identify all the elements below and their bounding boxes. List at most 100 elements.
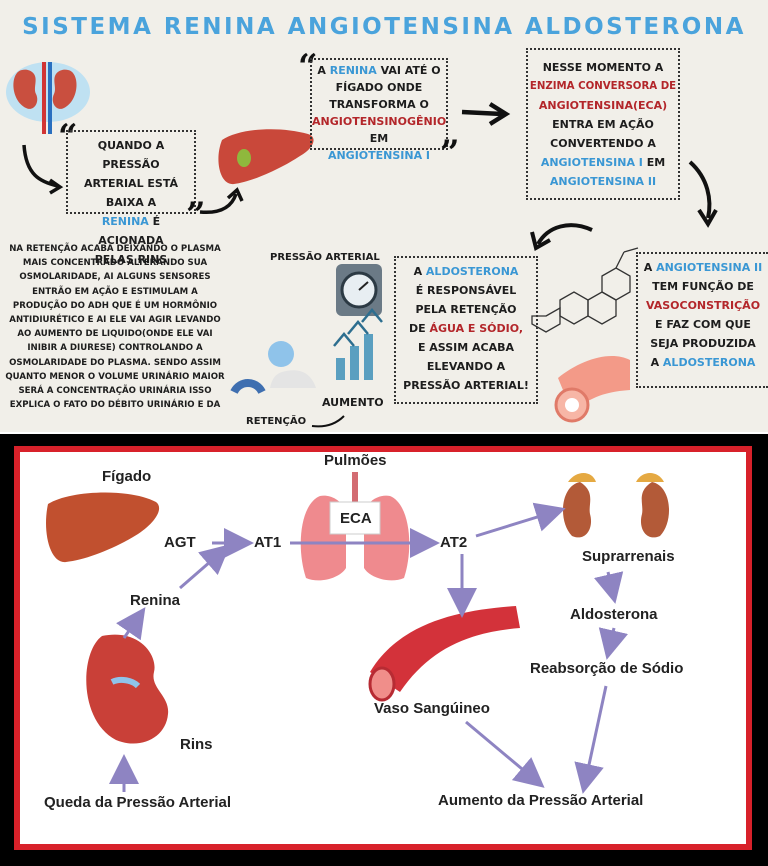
kidney-icon [6,62,90,134]
pressure-gauge-icon [336,264,382,316]
box2-line3: TRANSFORMA O [329,98,429,111]
explanation-paragraph: NA RETENÇÃO ACABA DEIXANDO O PLASMA MAIS… [5,244,225,411]
box-angiotensina-ii: A ANGIOTENSINA II TEM FUNÇÃO DE VASOCONS… [636,252,768,388]
box1-line4: PELAS RINS [94,253,168,266]
highlight-angiotensinogenio: ANGIOTENSINOGÊNIO [312,115,447,128]
liver-illustration [46,492,160,563]
label-pressao-arterial: PRESSÃO ARTERIAL [270,252,380,263]
highlight-agua-sodio: ÁGUA E SÓDIO, [429,322,524,335]
box-renina-acionada: QUANDO A PRESSÃO ARTERIAL ESTÁ BAIXA A R… [66,130,196,266]
label-figado: Fígado [102,468,152,485]
box3-line1: NESSE MOMENTO A [542,61,664,74]
box-aldosterona: A ALDOSTERONA É RESPONSÁVEL PELA RETENÇÃ… [394,256,538,404]
arrow-vaso-aumento [465,720,545,788]
box5-l1a: A [413,265,426,278]
raas-diagram: Fígado AGT AT1 Pulmões ECA AT2 Suprarren… [0,434,768,866]
label-rins: Rins [180,736,213,753]
box5-line5: E ASSIM ACABA [417,341,515,354]
arrow-box4-to-box5 [536,223,593,246]
box4-line4: E FAZ COM QUE [655,318,751,331]
label-suprarrenais: Suprarrenais [582,548,675,565]
box4-l6a: A [650,356,663,369]
box3-line4: ENTRA EM AÇÃO [552,118,654,131]
box5-l4a: DE [408,322,430,335]
label-queda-pressao: Queda da Pressão Arterial [44,794,232,811]
highlight-angiotensina-i: ANGIOTENSINA I [327,149,431,162]
arrow-rins-renina [116,607,146,641]
close-quote-icon: ” [440,133,460,173]
diagram-arrows [46,472,670,794]
highlight-aldosterona: ALDOSTERONA [425,265,519,278]
arrow-suprarrenais-aldosterona [593,571,624,604]
box3-l6b: EM [642,156,666,169]
close-quote-icon: ” [186,195,206,235]
blood-vessel-icon [554,356,630,423]
box5-line4: DE ÁGUA E SÓDIO, [396,319,536,338]
box2-line2: FÍGADO ONDE [335,81,423,94]
box5-line1: A ALDOSTERONA [396,262,536,281]
box-renina-figado: A RENINA VAI ATÉ O FÍGADO ONDE TRANSFORM… [310,58,448,162]
highlight-renina: RENINA [329,64,377,77]
highlight-angiotensina-ii: ANGIOTENSINA II [549,175,657,188]
box3-line5: CONVERTENDO A [550,137,656,150]
diagram-frame: Fígado AGT AT1 Pulmões ECA AT2 Suprarren… [14,446,752,850]
box4-l1a: A [643,261,657,274]
label-aldosterona: Aldosterona [570,606,658,623]
label-vaso-sanguineo: Vaso Sangúineo [374,700,490,717]
box5-line2: É RESPONSÁVEL [415,284,517,297]
label-at2: AT2 [440,534,468,551]
box4-line6: A ALDOSTERONA [638,353,768,372]
arrow-box2-to-box3 [461,109,503,117]
highlight-renina: RENINA [101,215,149,228]
box2-line1: A RENINA VAI ATÉ O [312,62,446,79]
highlight-aldosterona: ALDOSTERONA [662,356,756,369]
box2-line4: ANGIOTENSINOGÊNIO EM [312,113,446,147]
label-aumento: AUMENTO [322,396,384,409]
label-aumento-pressao: Aumento da Pressão Arterial [438,792,644,809]
adrenal-kidneys-illustration [562,473,670,538]
aldosterone-molecule-icon [531,247,639,333]
box4-line2: TEM FUNÇÃO DE [652,280,754,293]
poster-illustrations [6,62,718,428]
arrow-retencao [311,415,345,428]
arrow-renina-at1 [179,544,231,590]
box2-l1c: VAI ATÉ O [376,64,441,77]
highlight-angiotensina-i: ANGIOTENSINA I [540,156,643,169]
arrow-reabsorcao-aumento [574,685,608,794]
box4-line5: SEJA PRODUZIDA [650,337,756,350]
highlight-enzima: ENZIMA CONVERSORA DE [529,81,677,92]
highlight-vasoconstricao: VASOCONSTRIÇÃO [645,299,761,312]
increase-chart-icon [333,308,383,380]
infographic-poster: SISTEMA RENINA ANGIOTENSINA ALDOSTERONA [0,0,768,432]
box2-l1a: A [317,64,330,77]
kidney-illustration [86,634,169,744]
arrow-aldosterona-reabsorcao [598,627,629,660]
label-at1: AT1 [254,534,282,551]
box5-line7: PRESSÃO ARTERIAL! [403,379,529,392]
label-eca: ECA [340,510,372,527]
box1-line3-rest: É ACIONADA [98,215,164,247]
water-salt-icon [230,341,316,395]
box5-line3: PELA RETENÇÃO [415,303,517,316]
arrow-kidney-to-box1 [22,144,59,188]
box4-line1: A ANGIOTENSINA II [638,258,768,277]
label-pulmoes: Pulmões [324,452,387,469]
poster-title: SISTEMA RENINA ANGIOTENSINA ALDOSTERONA [22,14,746,40]
liver-icon [218,129,314,185]
blood-vessel-illustration [368,606,520,702]
box1-line3: RENINA É ACIONADA [68,212,194,250]
arrow-box3-to-box4 [688,160,712,219]
box5-line6: ELEVANDO A [426,360,506,373]
label-reabsorcao-sodio: Reabsorção de Sódio [530,660,684,677]
label-renina: Renina [130,592,181,609]
arrow-at2-suprarrenais [475,502,566,538]
box-eca: NESSE MOMENTO A ENZIMA CONVERSORA DE ANG… [526,48,680,200]
label-agt: AGT [164,534,196,551]
label-retencao: RETENÇÃO [246,416,307,427]
box1-line1: QUANDO A PRESSÃO [97,139,165,171]
box1-line2: ARTERIAL ESTÁ BAIXA A [83,177,179,209]
highlight-eca: ANGIOTENSINA(ECA) [538,99,668,112]
box2-l4b: EM [369,132,389,145]
arrow-box1-to-liver [199,193,238,215]
lungs-illustration [300,472,410,581]
